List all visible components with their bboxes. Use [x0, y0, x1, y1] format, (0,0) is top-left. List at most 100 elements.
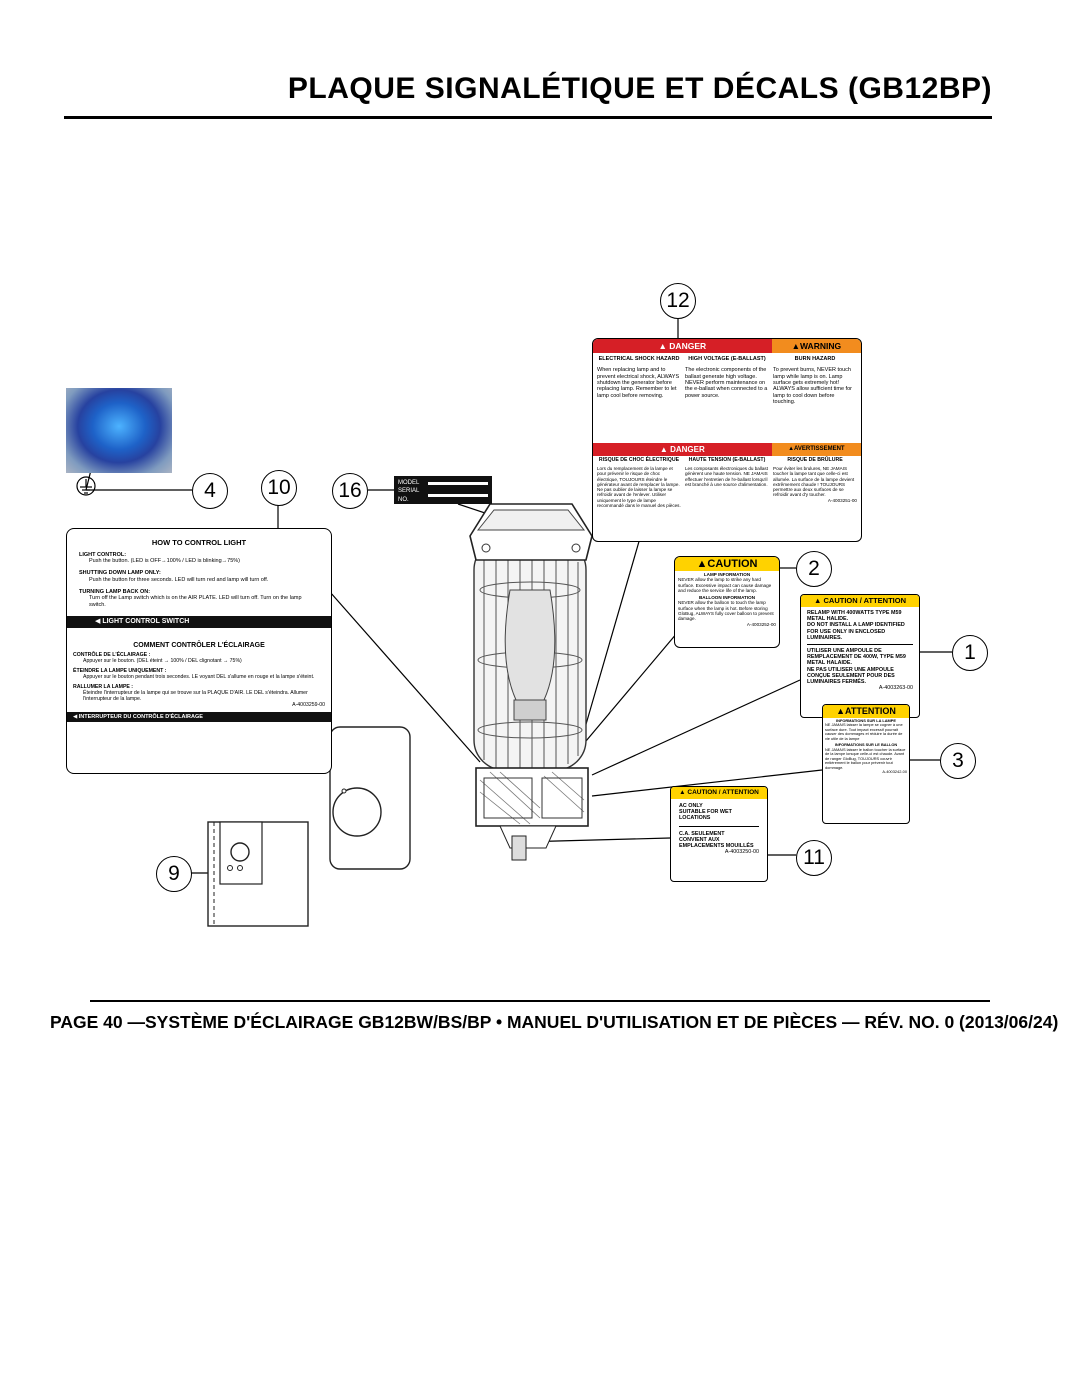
- warning-header: ▲WARNING: [771, 339, 861, 353]
- caution-lamp-t1: NEVER allow the lamp to strike any hard …: [678, 577, 772, 593]
- light-label-f1-text: Appuyer sur le bouton. (DEL éteint → 100…: [83, 657, 242, 664]
- light-label-title-en: HOW TO CONTROL LIGHT: [151, 538, 247, 547]
- caution-ac-f2: CONVIENT AUX EMPLACEMENTS MOUILLÉS: [679, 836, 754, 850]
- avert-header: ▲AVERTISSEMENT: [771, 443, 861, 456]
- attention-head-text: ATTENTION: [845, 706, 896, 716]
- danger-fr-header: ▲ DANGER: [593, 443, 772, 456]
- callout-4: 4: [192, 473, 228, 509]
- nameplate-serial: SERIAL NO.: [398, 488, 420, 503]
- caution-lamp-h2: BALLOON INFORMATION: [698, 595, 756, 601]
- caution-relamp-part: A-4003263-00: [878, 685, 913, 692]
- light-control-label: HOW TO CONTROL LIGHT LIGHT CONTROL: Push…: [66, 528, 332, 774]
- callout-9: 9: [156, 856, 192, 892]
- footer-rule: [90, 1000, 990, 1002]
- caution-ac-label: ▲ CAUTION / ATTENTION AC ONLY SUITABLE F…: [670, 786, 768, 882]
- danger-f2-head: HAUTE TENSION (E-BALLAST): [688, 457, 766, 463]
- light-label-l3-head: TURNING LAMP BACK ON:: [79, 588, 151, 595]
- caution-lamp-t2: NEVER allow the balloon to touch the lam…: [678, 600, 774, 622]
- caution-relamp-head-text: CAUTION / ATTENTION: [823, 596, 907, 605]
- callout-11: 11: [796, 840, 832, 876]
- attention-t2: NE JAMAIS laisser le ballon toucher la s…: [825, 746, 906, 770]
- danger-part: A-4003251-00: [827, 497, 857, 503]
- callout-16: 16: [332, 473, 368, 509]
- warning-triangle-icon: ▲: [659, 445, 671, 454]
- callout-1: 1: [952, 635, 988, 671]
- nameplate-model: MODEL: [398, 480, 420, 486]
- warning-text: WARNING: [800, 341, 842, 351]
- light-label-bar-en: ◀ LIGHT CONTROL SWITCH: [67, 615, 331, 628]
- title-rule: [64, 116, 992, 119]
- caution-relamp-f2: NE PAS UTILISER UNE AMPOULE CONÇUE SEULE…: [807, 666, 895, 686]
- caution-ac-e2: SUITABLE FOR WET LOCATIONS: [679, 809, 732, 822]
- warning-triangle-icon: ▲: [679, 789, 688, 796]
- light-label-part: A-4003259-00: [292, 701, 325, 708]
- warning-triangle-icon: ▲: [658, 341, 670, 351]
- danger-text: DANGER: [669, 341, 707, 351]
- caution-relamp-e2: DO NOT INSTALL A LAMP IDENTIFIED FOR USE…: [807, 622, 905, 641]
- danger-c3-head: BURN HAZARD: [794, 356, 836, 362]
- ground-symbol-icon: [76, 476, 96, 496]
- attention-label: ▲ATTENTION INFORMATIONS SUR LA LAMPE NE …: [822, 704, 910, 824]
- warning-triangle-icon: ▲: [788, 446, 795, 452]
- caution-lamp-head-text: CAUTION: [707, 558, 758, 570]
- light-label-l1-head: LIGHT CONTROL:: [79, 551, 127, 558]
- attention-t1: NE JAMAIS laisser la lampe se cogner à u…: [825, 722, 903, 741]
- lens-cap-photo: [66, 388, 172, 473]
- caution-lamp-label: ▲CAUTION LAMP INFORMATION NEVER allow th…: [674, 556, 780, 648]
- caution-ac-f1: C.A. SEULEMENT: [679, 830, 725, 837]
- danger-c2-text: The electronic components of the ballast…: [685, 367, 768, 399]
- page-footer: PAGE 40 —SYSTÈME D'ÉCLAIRAGE GB12BW/BS/B…: [50, 1012, 1059, 1032]
- caution-ac-header: ▲ CAUTION / ATTENTION: [671, 787, 767, 799]
- light-label-f3-head: RALLUMER LA LAMPE :: [73, 683, 134, 690]
- caution-lamp-header: ▲CAUTION: [675, 557, 779, 571]
- caution-relamp-f1: UTILISER UNE AMPOULE DE REMPLACEMENT DE …: [807, 648, 906, 667]
- danger-f1-text: Lors du remplacement de la lampe et pour…: [597, 465, 681, 508]
- danger-fr-text: DANGER: [670, 445, 705, 454]
- light-label-bar-fr: ◀ INTERRUPTEUR DU CONTRÔLE D'ÉCLAIRAGE: [67, 711, 331, 722]
- danger-c1-head: ELECTRICAL SHOCK HAZARD: [598, 356, 680, 362]
- caution-ac-head-text: CAUTION / ATTENTION: [687, 789, 759, 796]
- caution-relamp-label: ▲ CAUTION / ATTENTION RELAMP WITH 400WAT…: [800, 594, 920, 718]
- light-label-l2-head: SHUTTING DOWN LAMP ONLY:: [79, 570, 161, 577]
- nameplate: MODEL SERIAL NO.: [394, 476, 492, 504]
- caution-relamp-header: ▲ CAUTION / ATTENTION: [801, 595, 919, 607]
- danger-header: ▲ DANGER: [593, 339, 772, 353]
- callout-3: 3: [940, 743, 976, 779]
- danger-c2-head: HIGH VOLTAGE (E-BALLAST): [688, 356, 766, 362]
- attention-h1: INFORMATIONS SUR LA LAMPE: [836, 718, 896, 723]
- arrow-left-icon: ◀: [95, 617, 103, 625]
- caution-relamp-e1: RELAMP WITH 400WATTS TYPE M59 METAL HALI…: [807, 610, 902, 623]
- avert-text: AVERTISSEMENT: [794, 446, 845, 452]
- danger-f3-head: RISQUE DE BRÛLURE: [787, 457, 843, 463]
- light-label-f2-text: Appuyer sur le bouton pendant trois seco…: [83, 673, 315, 680]
- caution-ac-e1: AC ONLY: [679, 803, 703, 809]
- light-label-bar-fr-text: INTERRUPTEUR DU CONTRÔLE D'ÉCLAIRAGE: [78, 713, 203, 720]
- warning-triangle-icon: ▲: [836, 706, 846, 716]
- callout-10: 10: [261, 470, 297, 506]
- callout-12: 12: [660, 283, 696, 319]
- danger-c3-text: To prevent burns, NEVER touch lamp while…: [773, 367, 852, 405]
- light-label-l3-text: Turn off the Lamp switch which is on the…: [89, 595, 302, 608]
- page-title: PLAQUE SIGNALÉTIQUE ET DÉCALS (GB12BP): [287, 72, 992, 105]
- danger-f3-text: Pour éviter les brulures, NE JAMAIS touc…: [773, 465, 855, 498]
- caution-lamp-h1: LAMP INFORMATION: [703, 572, 751, 577]
- danger-c1-text: When replacing lamp and to prevent elect…: [597, 367, 680, 399]
- light-label-l2-text: Push the button for three seconds. LED w…: [89, 576, 269, 583]
- light-tower-drawing: [469, 503, 593, 861]
- arrow-left-icon: ◀: [73, 713, 79, 720]
- warning-triangle-icon: ▲: [696, 558, 708, 570]
- warning-triangle-icon: ▲: [813, 596, 824, 605]
- danger-warning-label: ▲ DANGER ▲WARNING ELECTRICAL SHOCK HAZAR…: [592, 338, 862, 542]
- attention-part: A-4003242-00: [882, 769, 907, 775]
- light-label-f1-head: CONTRÔLE DE L'ÉCLAIRAGE :: [73, 651, 151, 658]
- caution-ac-part: A-4003250-00: [724, 849, 759, 856]
- light-label-f2-head: ÉTEINDRE LA LAMPE UNIQUEMENT :: [73, 667, 167, 674]
- light-label-l1-text: Push the button. (LED is OFF→100% / LED …: [89, 557, 241, 564]
- light-label-f3-text: Éteindre l'interrupteur de la lampe qui …: [83, 689, 308, 702]
- danger-f2-text: Les composants électroniques du ballast …: [685, 465, 768, 487]
- air-plate-drawing: [329, 726, 411, 870]
- attention-header: ▲ATTENTION: [823, 705, 909, 718]
- switch-panel-drawing: [207, 821, 309, 927]
- light-label-title-fr: COMMENT CONTRÔLER L'ÉCLAIRAGE: [133, 641, 265, 649]
